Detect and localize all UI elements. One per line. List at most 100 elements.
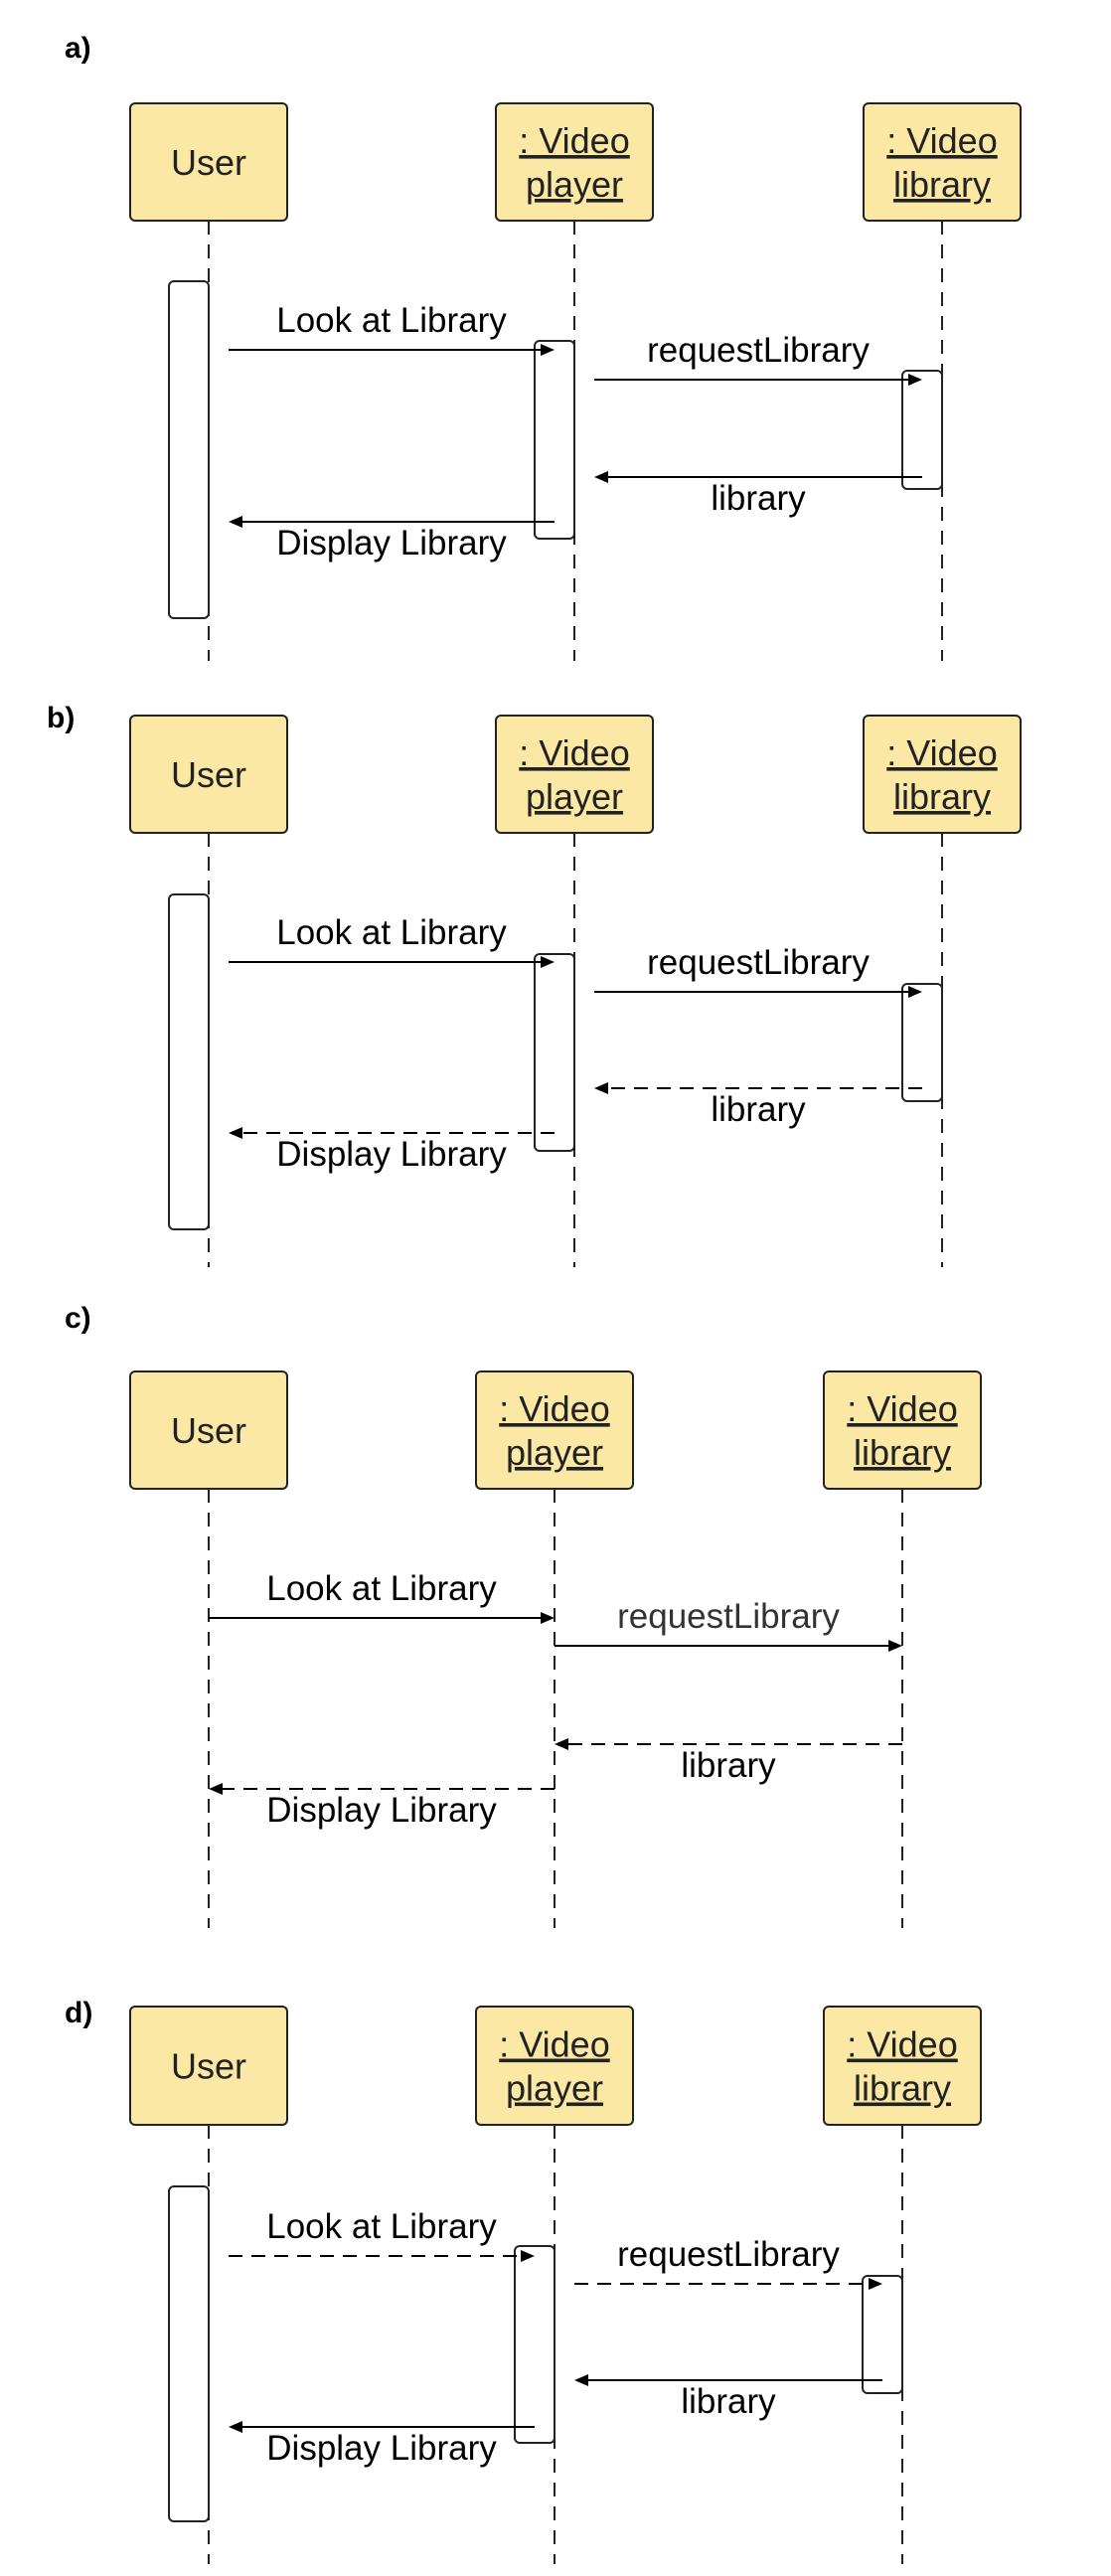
object-box-rect: [823, 1370, 982, 1490]
message-label: Look at Library: [266, 2207, 497, 2246]
activation-bar: [534, 340, 575, 540]
object-name-line1: : Video: [499, 1388, 609, 1429]
object-box-rect: [495, 715, 654, 834]
message-display-library: Display Library: [229, 1127, 555, 1174]
message-display-library: Display Library: [209, 1783, 555, 1830]
activation-bar: [168, 893, 210, 1230]
arrowhead-icon: [908, 374, 922, 386]
activation-bar: [168, 2185, 210, 2522]
object-box: User: [129, 102, 288, 222]
object-name-line2: library: [854, 1432, 951, 1473]
message-label: library: [681, 1746, 776, 1785]
object-name-line2: library: [893, 164, 991, 205]
activation-bar: [862, 2275, 903, 2394]
arrowhead-icon: [209, 1783, 223, 1795]
message-label: requestLibrary: [617, 2235, 840, 2274]
arrowhead-icon: [594, 471, 608, 483]
arrowhead-icon: [541, 1612, 555, 1624]
object-name-line2: player: [506, 1432, 603, 1473]
message-look-at-library: Look at Library: [229, 2207, 535, 2262]
panel-label: b): [47, 702, 75, 734]
object-box-rect: [823, 2006, 982, 2126]
object-name: User: [171, 754, 246, 795]
message-requestlibrary: requestLibrary: [594, 943, 922, 998]
object-name-line1: : Video: [519, 732, 629, 773]
message-library: library: [594, 1082, 922, 1129]
arrowhead-icon: [574, 2374, 588, 2386]
object-name-line2: player: [526, 776, 623, 817]
object-box-rect: [863, 102, 1022, 222]
object-name-line2: library: [854, 2068, 951, 2109]
object-name-line1: : Video: [519, 120, 629, 161]
object-box-rect: [495, 102, 654, 222]
message-label: Display Library: [266, 1791, 497, 1830]
message-look-at-library: Look at Library: [229, 301, 555, 356]
object-name: User: [171, 2046, 246, 2087]
message-requestlibrary: requestLibrary: [555, 1597, 902, 1652]
activation-bar: [168, 280, 210, 619]
arrowhead-icon: [869, 2278, 882, 2290]
message-display-library: Display Library: [229, 516, 555, 563]
object-box-rect: [475, 2006, 634, 2126]
message-look-at-library: Look at Library: [209, 1569, 555, 1624]
arrowhead-icon: [541, 956, 555, 968]
object-box-rect: [475, 1370, 634, 1490]
activation-bar: [901, 370, 943, 490]
object-box: User: [129, 715, 288, 834]
message-label: Look at Library: [266, 1569, 497, 1608]
message-label: requestLibrary: [647, 331, 870, 370]
object-name-line2: player: [506, 2068, 603, 2109]
message-label: Display Library: [266, 2429, 497, 2468]
panel-label: d): [65, 1997, 92, 2029]
message-label: Display Library: [276, 1135, 507, 1174]
message-label: library: [711, 479, 806, 518]
arrowhead-icon: [541, 344, 555, 356]
message-library: library: [555, 1738, 902, 1785]
arrowhead-icon: [521, 2250, 535, 2262]
object-box-rect: [129, 1370, 288, 1490]
object-box-rect: [129, 715, 288, 834]
object-name: User: [171, 142, 246, 183]
message-label: requestLibrary: [617, 1597, 840, 1636]
message-label: Look at Library: [276, 913, 507, 952]
panel-label: a): [65, 32, 91, 65]
object-name-line1: : Video: [847, 2024, 957, 2065]
object-box-rect: [129, 2006, 288, 2126]
arrowhead-icon: [555, 1738, 568, 1750]
arrowhead-icon: [594, 1082, 608, 1094]
message-requestlibrary: requestLibrary: [594, 331, 922, 386]
object-box: User: [129, 1370, 288, 1490]
object-box: User: [129, 2006, 288, 2126]
message-requestlibrary: requestLibrary: [574, 2235, 882, 2290]
arrowhead-icon: [888, 1640, 902, 1652]
activation-bar: [901, 983, 943, 1102]
object-name: User: [171, 1410, 246, 1451]
arrowhead-icon: [229, 1127, 242, 1139]
object-box-rect: [129, 102, 288, 222]
object-name-line1: : Video: [886, 732, 997, 773]
activation-bar: [514, 2245, 556, 2444]
panel-label: c): [65, 1302, 91, 1335]
message-label: requestLibrary: [647, 943, 870, 982]
arrowhead-icon: [229, 516, 242, 528]
message-display-library: Display Library: [229, 2421, 535, 2468]
message-label: Display Library: [276, 524, 507, 563]
object-name-line1: : Video: [847, 1388, 957, 1429]
message-library: library: [574, 2374, 882, 2421]
message-look-at-library: Look at Library: [229, 913, 555, 968]
object-name-line2: player: [526, 164, 623, 205]
activation-bar: [534, 953, 575, 1152]
